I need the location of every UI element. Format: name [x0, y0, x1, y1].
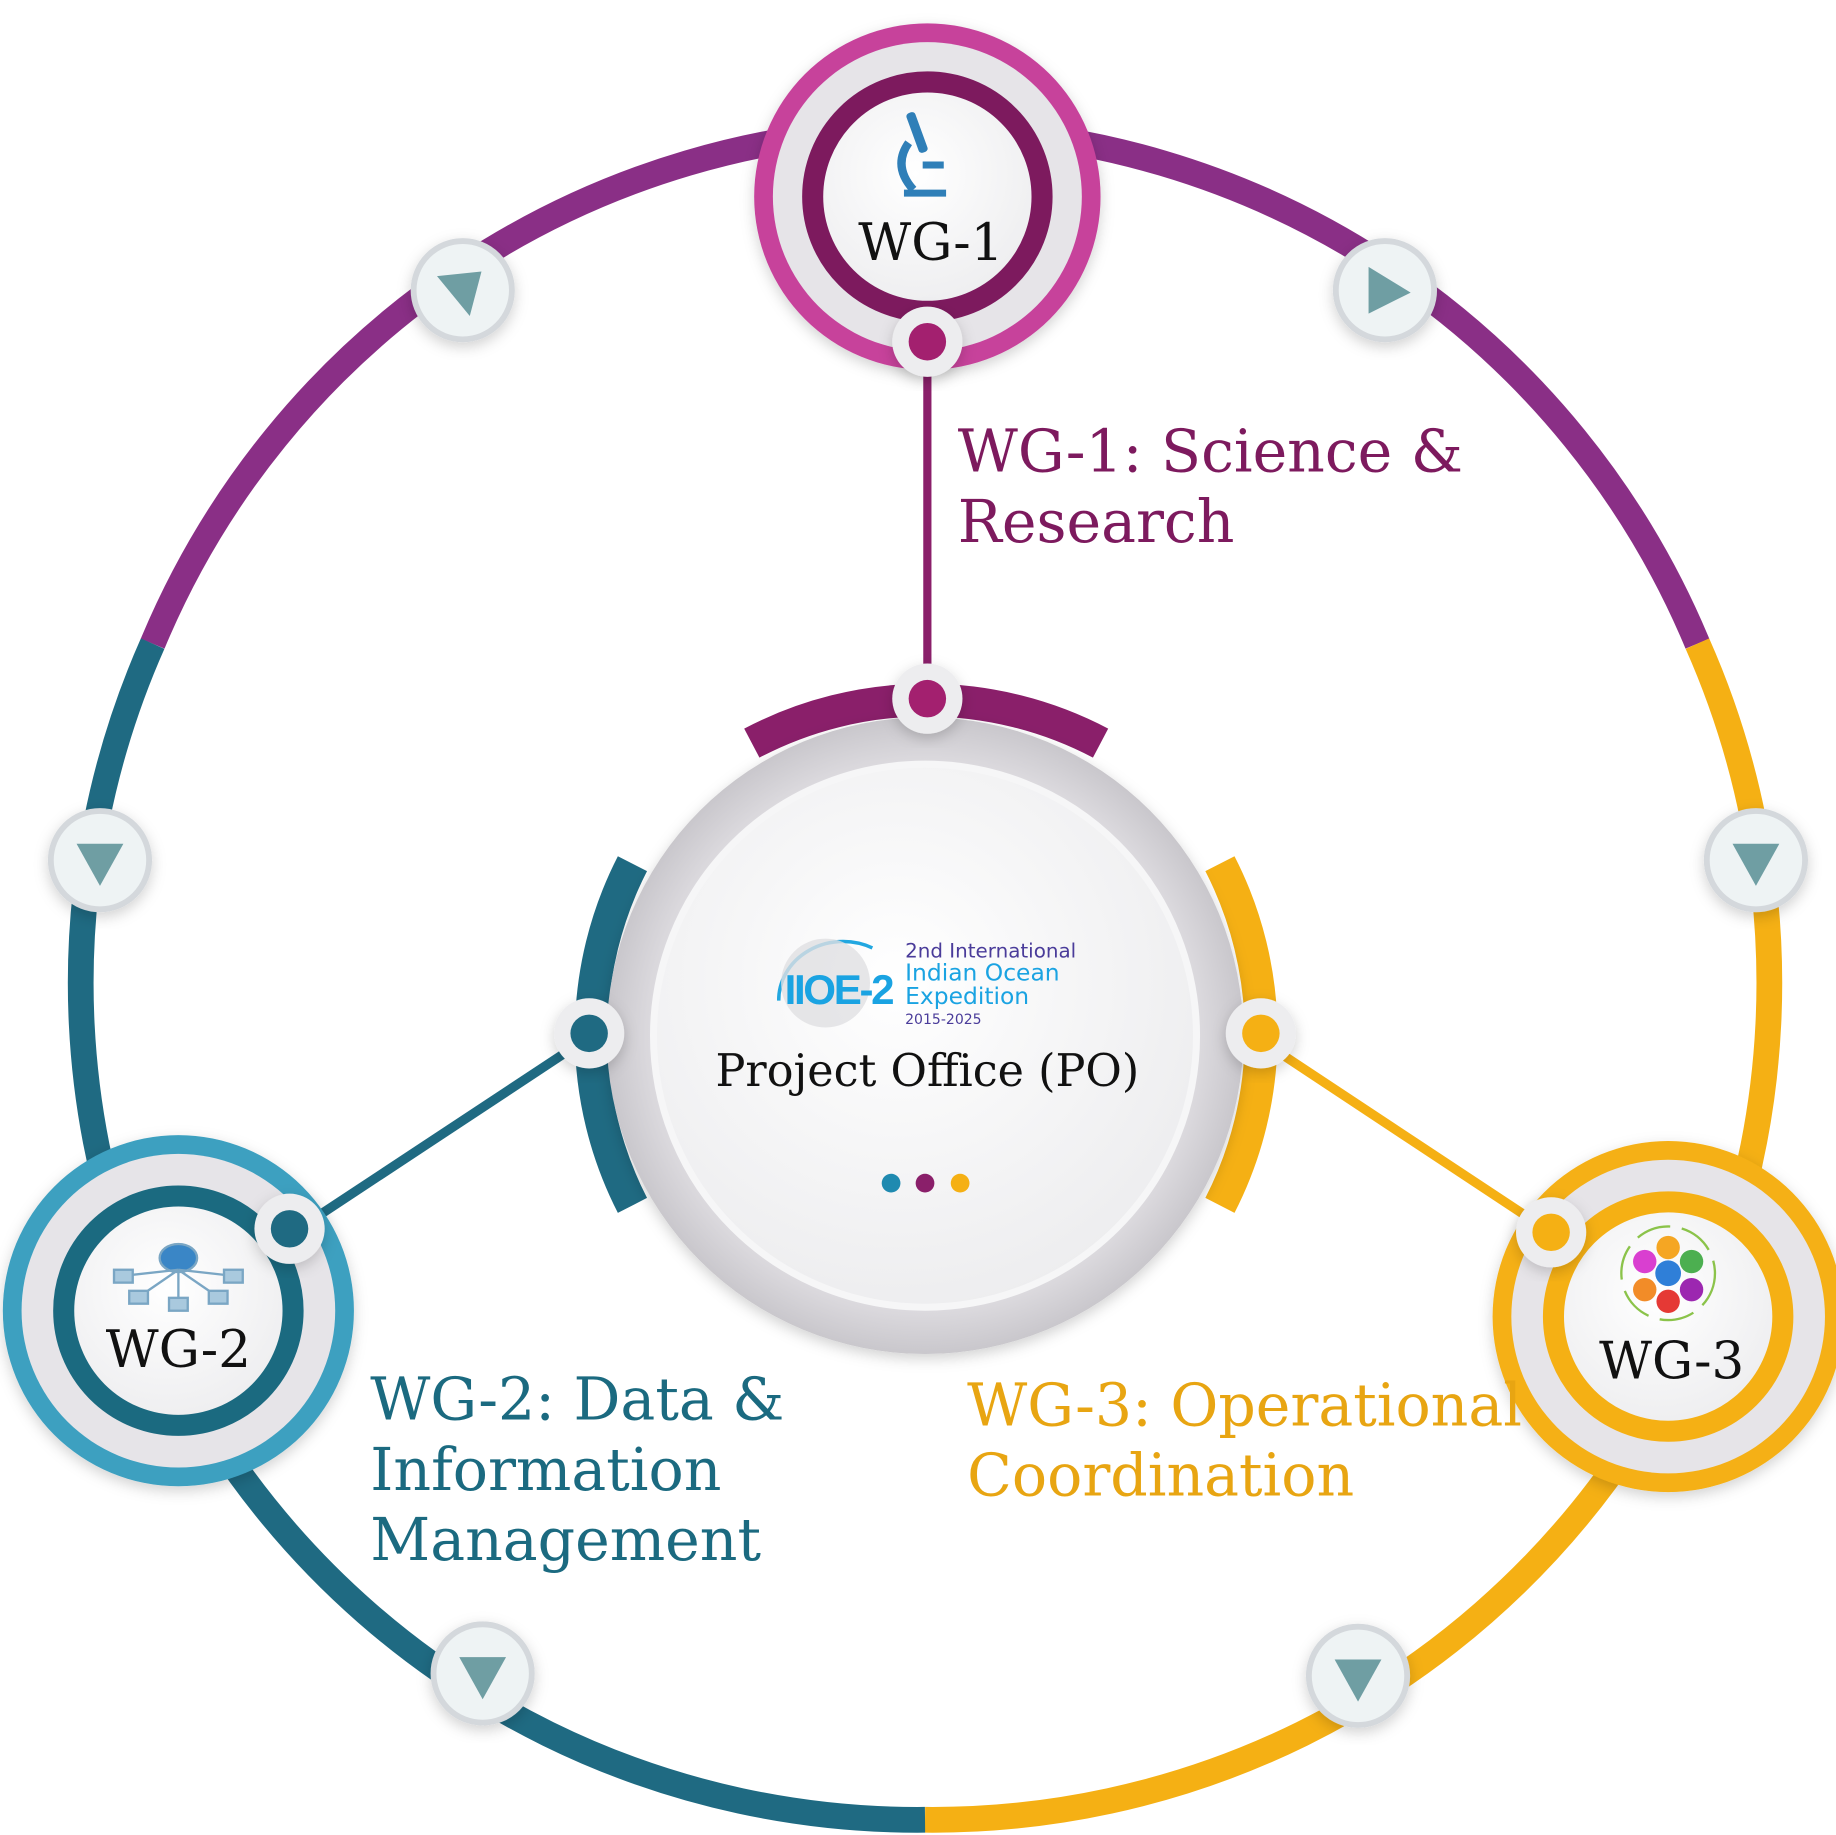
dot-yellow — [950, 1173, 970, 1193]
wg1-label: WG-1: Science & Research — [958, 418, 1463, 556]
wg1-label-line2: Research — [958, 488, 1235, 556]
wg1-label-line1: WG-1: Science & — [958, 418, 1463, 486]
wg3-badge: WG-3 — [1599, 1332, 1744, 1392]
arrow-icon — [76, 843, 124, 886]
wg2-label-line1: WG-2: Data & — [370, 1366, 784, 1434]
wg2-node[interactable]: WG-2 — [2, 1135, 354, 1487]
wg3-node[interactable]: WG-3 — [1492, 1141, 1836, 1493]
arrow-icon — [1368, 266, 1411, 314]
arrow-marker-right — [1703, 808, 1808, 913]
wg3-dot — [1516, 1197, 1587, 1268]
arrow-marker-top-right — [1332, 238, 1438, 343]
wg1-node[interactable]: WG-1 — [754, 23, 1101, 370]
wg3-label-line2: Coordination — [967, 1442, 1354, 1510]
wg3-label: WG-3: Operational Coordination — [967, 1371, 1522, 1509]
wg2-dot — [254, 1193, 325, 1264]
gears-icon — [1620, 1225, 1717, 1322]
arrow-icon — [1732, 843, 1780, 886]
wg2-label: WG-2: Data & Information Management — [370, 1366, 784, 1574]
logo-years: 2015-2025 — [905, 1012, 981, 1028]
wg3-label-line1: WG-3: Operational — [967, 1371, 1522, 1439]
arrow-marker-top-left — [410, 238, 515, 343]
hub-dot-left — [554, 998, 625, 1069]
logo-line1: 2nd International — [905, 939, 1076, 962]
iioe2-logo: IIOE-2 2nd International Indian Ocean Ex… — [776, 938, 1076, 1028]
network-icon — [112, 1242, 244, 1312]
connector-wg3 — [1282, 1052, 1531, 1221]
wg2-badge: WG-2 — [106, 1320, 251, 1380]
dot-purple — [915, 1173, 935, 1193]
wg1-badge: WG-1 — [858, 213, 1003, 273]
arrow-icon — [437, 271, 482, 316]
microscope-icon — [897, 112, 947, 197]
project-office-hub: IIOE-2 2nd International Indian Ocean Ex… — [574, 683, 1278, 1355]
arrow-marker-left — [47, 808, 153, 913]
arrow-marker-bottom-left — [430, 1621, 535, 1726]
wg1-dot — [892, 306, 963, 377]
logo-line3: Expedition — [905, 982, 1029, 1010]
hub-title: Project Office (PO) — [716, 1046, 1140, 1097]
arrow-marker-bottom-right — [1305, 1623, 1411, 1728]
arrow-icon — [1334, 1659, 1382, 1702]
wg2-label-line3: Management — [370, 1506, 761, 1574]
wg2-label-line2: Information — [370, 1436, 721, 1504]
logo-line2: Indian Ocean — [905, 959, 1059, 987]
hub-dot-top — [892, 663, 963, 734]
arrow-icon — [459, 1657, 507, 1700]
hub-dot-right — [1225, 998, 1297, 1069]
dot-teal — [881, 1173, 901, 1193]
connector-wg2 — [313, 1049, 568, 1221]
logo-mark: IIOE-2 — [785, 966, 894, 1013]
